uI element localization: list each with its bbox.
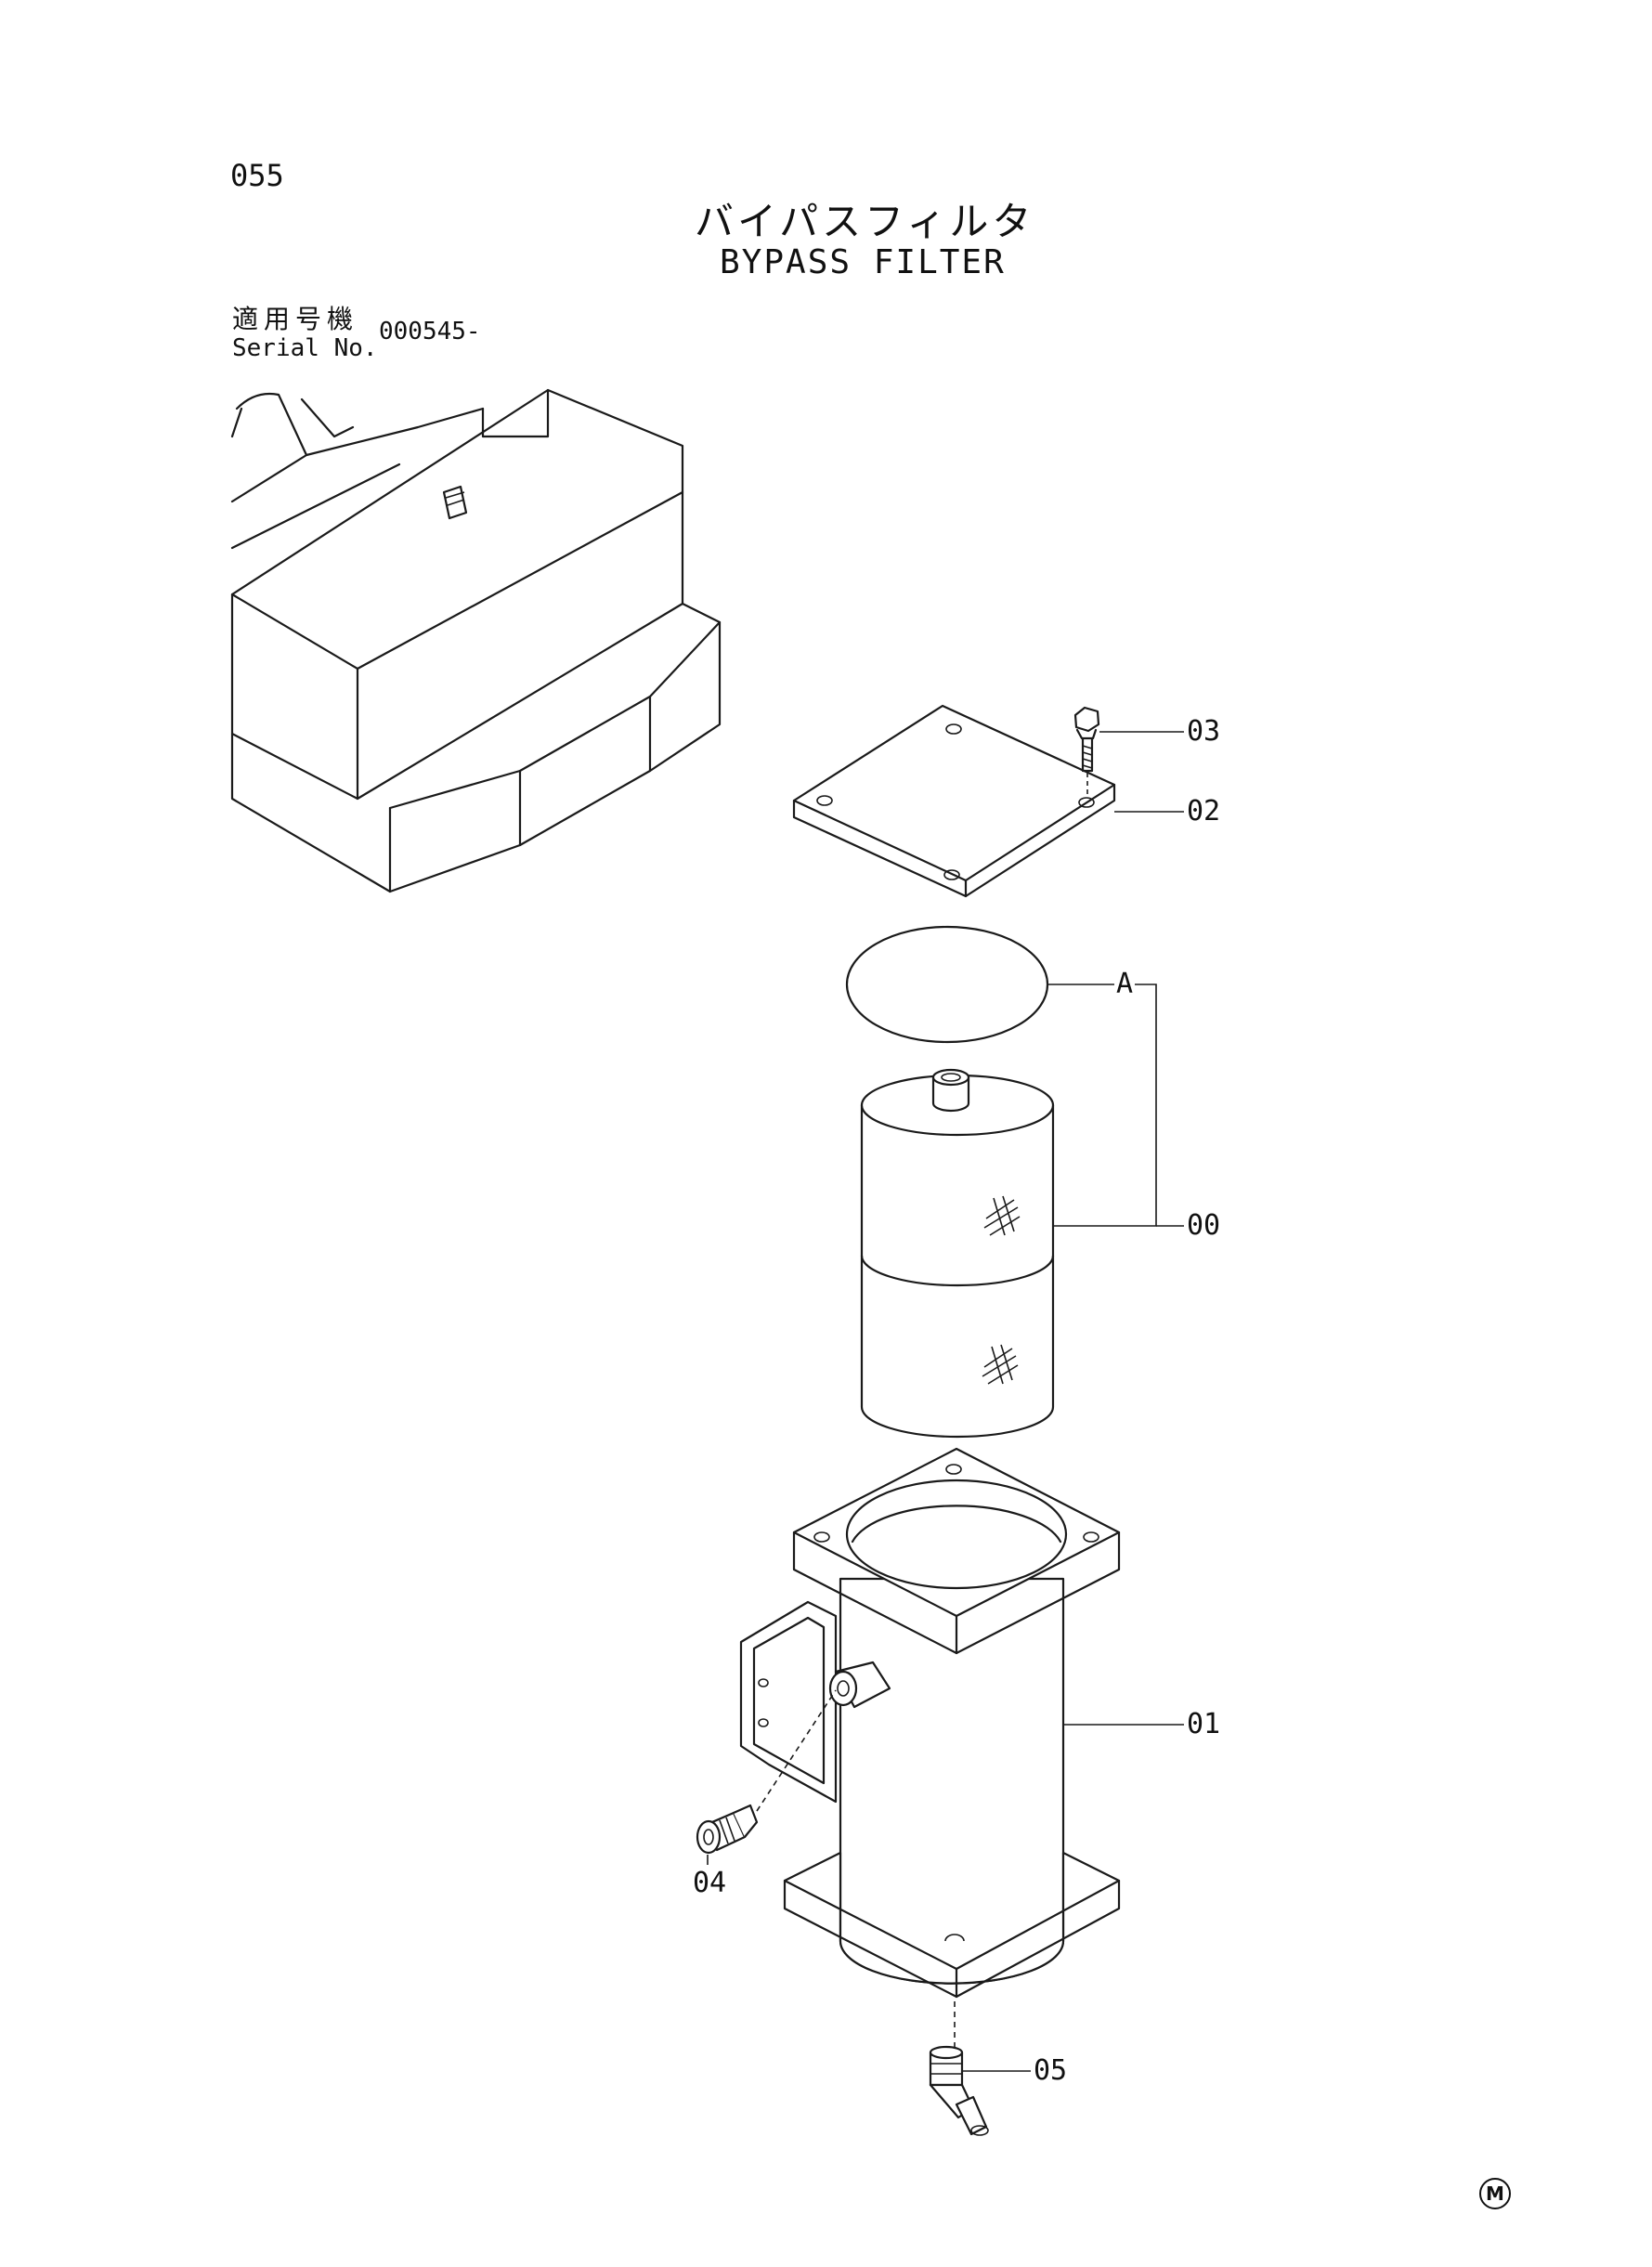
serial-number-value: 000545-: [379, 318, 481, 345]
callout-01: 01: [1187, 1708, 1221, 1740]
m-mark-symbol: M: [1479, 2178, 1511, 2209]
leader-lines: [707, 731, 1184, 2072]
title-japanese: バイパスフィルタ: [695, 199, 1035, 244]
callout-03: 03: [1187, 715, 1221, 748]
filter-housing: [739, 1447, 1121, 1999]
side-fitting: [696, 1689, 837, 1855]
page-number: 055: [230, 158, 284, 193]
serial-label-english: Serial No.: [232, 334, 378, 362]
o-ring: [845, 925, 1049, 1044]
bolt: [1073, 706, 1100, 794]
callout-04: 04: [693, 1867, 727, 1899]
title-english: BYPASS FILTER: [720, 243, 1006, 281]
callout-00: 00: [1187, 1209, 1221, 1242]
elbow-fitting: [929, 2001, 989, 2136]
callout-05: 05: [1034, 2054, 1068, 2087]
callout-02: 02: [1187, 795, 1221, 827]
callout-a: A: [1116, 968, 1134, 1000]
machine-context-view: [230, 388, 722, 893]
serial-label-japanese: 適用号機: [232, 304, 359, 334]
cover-plate: [792, 704, 1116, 898]
filter-element: [860, 1068, 1055, 1439]
